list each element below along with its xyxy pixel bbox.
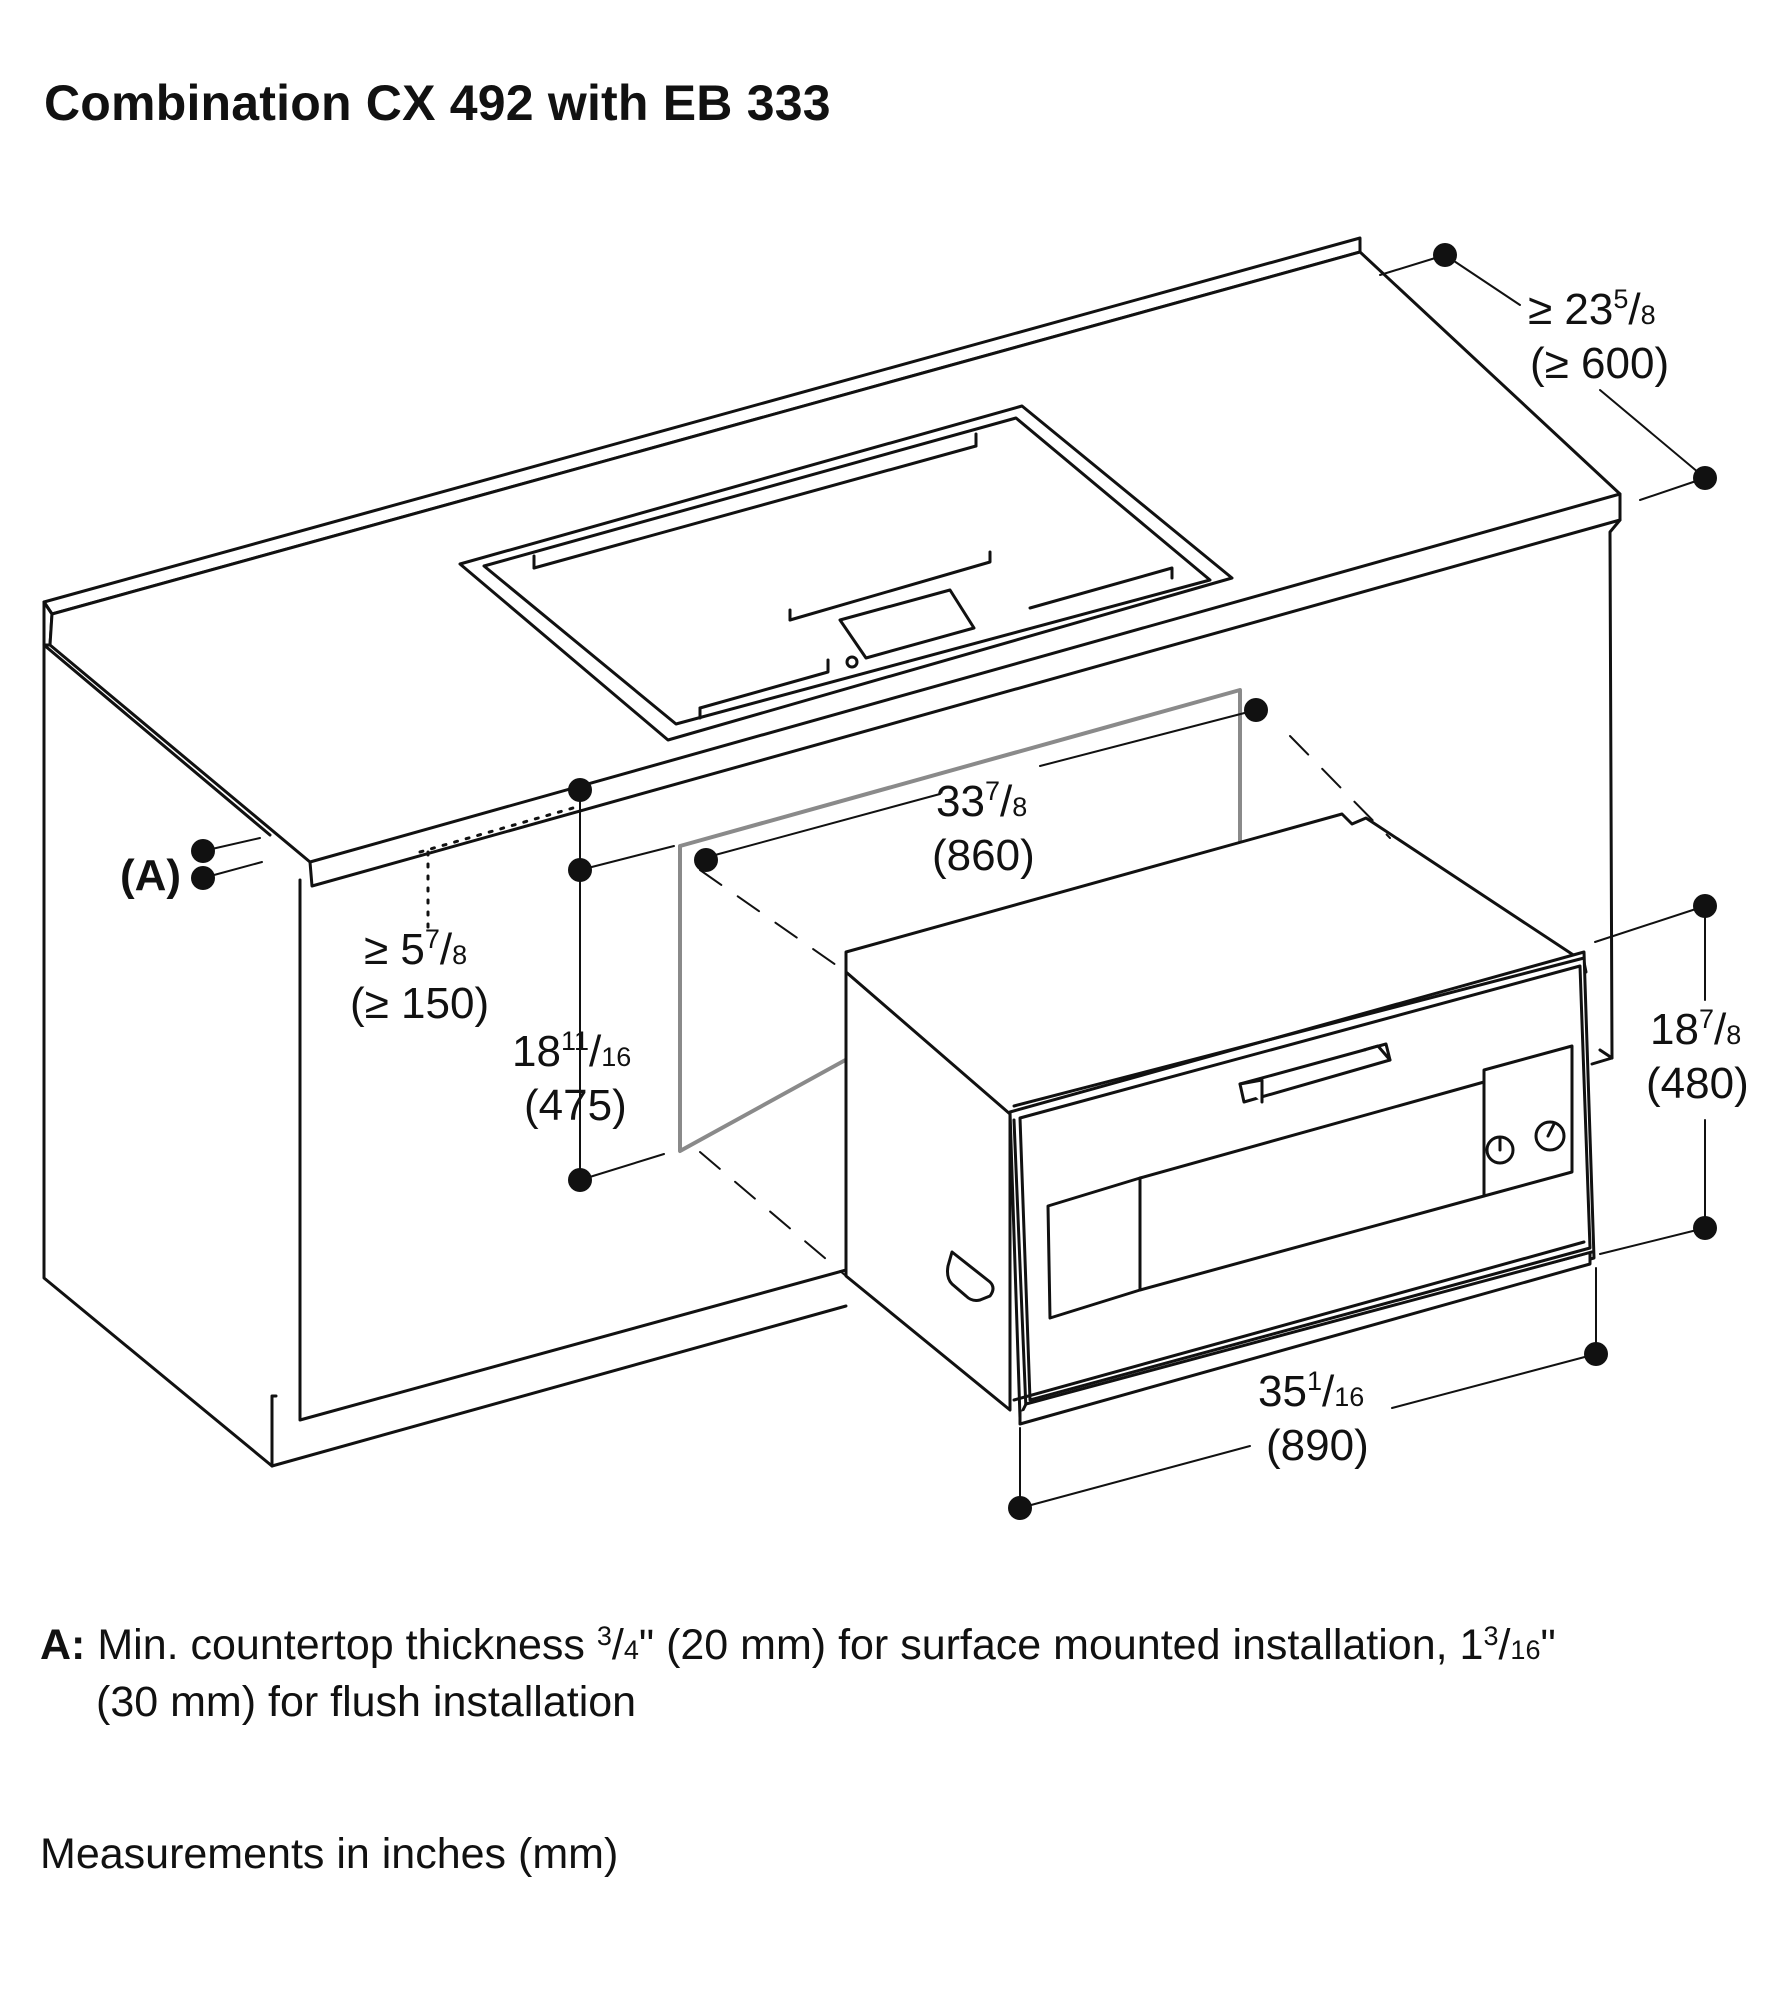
units-note: Measurements in inches (mm) xyxy=(40,1830,619,1878)
dimension-oven-height-mm: (480) xyxy=(1646,1059,1749,1108)
dimension-oven-width-mm: (890) xyxy=(1266,1421,1369,1470)
dimension-cutout-height-den: 16 xyxy=(601,1042,631,1072)
dimension-cutout-width-den: 8 xyxy=(1012,792,1027,822)
footnote-frac1-den: 4 xyxy=(623,1635,639,1665)
dimension-oven-width: 351/16 (890) xyxy=(1258,1366,1369,1470)
oven-control-knobs xyxy=(1485,1120,1566,1165)
dimension-oven-height-inches: 18 xyxy=(1650,1005,1699,1054)
dimension-cutout-width-num: 7 xyxy=(985,776,1000,806)
dimension-depth-num: 5 xyxy=(1613,284,1628,314)
oven-vent xyxy=(946,1250,995,1302)
footnote-text-3: " xyxy=(1540,1621,1556,1669)
page-title: Combination CX 492 with EB 333 xyxy=(44,75,831,131)
svg-text:≥ 57/8: ≥ 57/8 xyxy=(364,924,467,974)
dimension-cutout-height: 1811/16 (475) xyxy=(512,1026,631,1130)
dimension-clearance-num: 7 xyxy=(425,924,440,954)
dimension-lines xyxy=(202,254,1706,1509)
svg-text:1811/16: 1811/16 xyxy=(512,1026,631,1076)
dimension-cutout-width: 337/8 (860) xyxy=(932,776,1035,880)
dimension-cutout-width-mm: (860) xyxy=(932,831,1035,880)
svg-text:187/8: 187/8 xyxy=(1650,1004,1741,1054)
footnote-key: A: xyxy=(40,1621,86,1669)
footnote-frac1-num: 3 xyxy=(596,1621,612,1651)
svg-text:351/16: 351/16 xyxy=(1258,1366,1364,1416)
label-a: (A) xyxy=(120,851,181,900)
dimension-oven-width-inches: 35 xyxy=(1258,1367,1307,1416)
footnote-text-2: " (20 mm) for surface mounted installati… xyxy=(638,1621,1484,1669)
projection-lines xyxy=(699,735,1391,1277)
footnote-frac2-num: 3 xyxy=(1483,1621,1499,1651)
dimension-oven-width-num: 1 xyxy=(1307,1366,1322,1396)
svg-text:337/8: 337/8 xyxy=(936,776,1027,826)
dimension-clearance: ≥ 57/8 (≥ 150) xyxy=(350,924,489,1028)
svg-text:≥ 235/8: ≥ 235/8 xyxy=(1528,284,1656,334)
dimension-depth-inches: ≥ 23 xyxy=(1528,285,1613,334)
dimension-oven-height: 187/8 (480) xyxy=(1646,1004,1749,1108)
footnote-a: A: Min. countertop thickness 3/4" (20 mm… xyxy=(40,1610,1760,1728)
dimension-cutout-height-num: 11 xyxy=(561,1026,589,1056)
dimension-endpoints xyxy=(191,243,1717,1520)
oven xyxy=(844,812,1596,1426)
dimension-oven-height-num: 7 xyxy=(1699,1004,1714,1034)
oven-handle xyxy=(1238,1042,1392,1104)
dimension-oven-width-den: 16 xyxy=(1334,1382,1364,1412)
cabinet-body xyxy=(42,518,1622,1468)
oven-door xyxy=(1046,1044,1574,1320)
dimension-clearance-den: 8 xyxy=(452,940,467,970)
dimension-depth-mm: (≥ 600) xyxy=(1530,339,1669,388)
dimension-cutout-width-inches: 33 xyxy=(936,777,985,826)
dimension-cutout-height-mm: (475) xyxy=(524,1081,627,1130)
dimension-clearance-inches: ≥ 5 xyxy=(364,925,425,974)
dimension-cutout-height-inches: 18 xyxy=(512,1027,561,1076)
footnote-line-2: (30 mm) for flush installation xyxy=(96,1678,637,1726)
cooktop xyxy=(458,404,1234,742)
dimension-depth-den: 8 xyxy=(1641,300,1656,330)
dimension-depth: ≥ 235/8 (≥ 600) xyxy=(1528,284,1669,388)
dimension-oven-height-den: 8 xyxy=(1726,1020,1741,1050)
clearance-dots xyxy=(418,804,582,932)
footnote-text-1: Min. countertop thickness xyxy=(85,1621,597,1669)
footnote-frac2-den: 16 xyxy=(1510,1635,1541,1665)
dimension-clearance-mm: (≥ 150) xyxy=(350,979,489,1028)
